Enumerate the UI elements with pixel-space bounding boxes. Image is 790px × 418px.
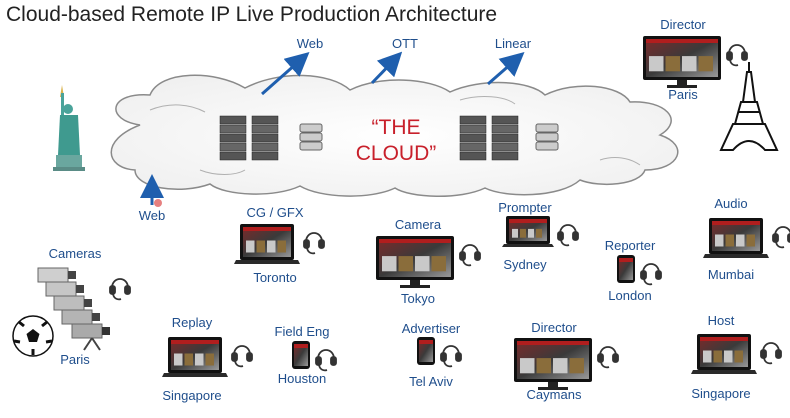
statue-of-liberty-icon [53, 85, 85, 171]
camera-tokyo-icon [376, 236, 454, 288]
cameras-paris-city-label: Paris [60, 352, 90, 367]
headset-icon [772, 226, 790, 249]
headset-icon [440, 345, 462, 368]
headset-icon [557, 224, 579, 247]
headset-icon [597, 346, 619, 369]
arrow-ott-out [370, 51, 403, 85]
headset-icon [459, 244, 481, 267]
headset-icon [726, 44, 748, 67]
director-paris-icon [643, 36, 721, 88]
storage-icon [535, 123, 559, 151]
server-rack-icon [219, 115, 279, 161]
prompter-city-label: Sydney [503, 257, 547, 272]
field-eng-city-label: Houston [277, 371, 327, 386]
prompter-icon [502, 216, 554, 247]
reporter-role-label: Reporter [604, 238, 656, 253]
cg-gfx-role-label: CG / GFX [246, 205, 304, 220]
host-icon [691, 334, 757, 374]
advertiser-icon [417, 337, 435, 365]
inbound-label-web: Web [138, 208, 166, 223]
replay-city-label: Singapore [162, 388, 222, 403]
output-label-ott: OTT [392, 36, 418, 51]
cg-gfx-city-label: Toronto [253, 270, 297, 285]
audio-city-label: Mumbai [707, 267, 755, 282]
cloud-title-line-1: “THE [371, 116, 421, 139]
replay-icon [162, 337, 228, 377]
camera-bank-icon [37, 267, 110, 351]
director-caymans-role-label: Director [531, 320, 577, 335]
cloud-title-line-2: CLOUD” [355, 142, 437, 165]
host-city-label: Singapore [691, 386, 751, 401]
audio-role-label: Audio [714, 196, 748, 211]
director-paris-city-label: Paris [668, 87, 698, 102]
director-paris-role-label: Director [660, 17, 706, 32]
headset-icon [231, 345, 253, 368]
headset-icon [315, 349, 337, 372]
arrow-linear-out [487, 52, 525, 86]
reporter-icon [617, 255, 635, 283]
headset-icon [109, 278, 131, 301]
arrow-web-out [261, 52, 310, 96]
advertiser-city-label: Tel Aviv [409, 374, 453, 389]
audio-icon [703, 218, 769, 258]
field-eng-icon [292, 341, 310, 369]
director-caymans-icon [514, 338, 592, 390]
host-role-label: Host [707, 313, 735, 328]
headset-icon [760, 342, 782, 365]
eiffel-tower-icon [719, 62, 779, 151]
headset-icon [303, 232, 325, 255]
reporter-city-label: London [608, 288, 652, 303]
storage-icon [299, 123, 323, 151]
replay-role-label: Replay [171, 315, 213, 330]
output-label-web: Web [296, 36, 324, 51]
advertiser-role-label: Advertiser [401, 321, 461, 336]
soccer-ball-icon [12, 315, 54, 357]
field-eng-role-label: Field Eng [274, 324, 330, 339]
cg-gfx-icon [234, 224, 300, 264]
page-title: Cloud-based Remote IP Live Production Ar… [6, 3, 498, 26]
director-caymans-city-label: Caymans [526, 387, 582, 402]
cursor-dot [154, 199, 162, 207]
camera-tokyo-role-label: Camera [394, 217, 442, 232]
cameras-paris-role-label: Cameras [48, 246, 102, 261]
camera-tokyo-city-label: Tokyo [401, 291, 435, 306]
output-label-linear: Linear [494, 36, 532, 51]
cloud-detail [149, 96, 641, 175]
headset-icon [640, 263, 662, 286]
prompter-role-label: Prompter [498, 200, 552, 215]
